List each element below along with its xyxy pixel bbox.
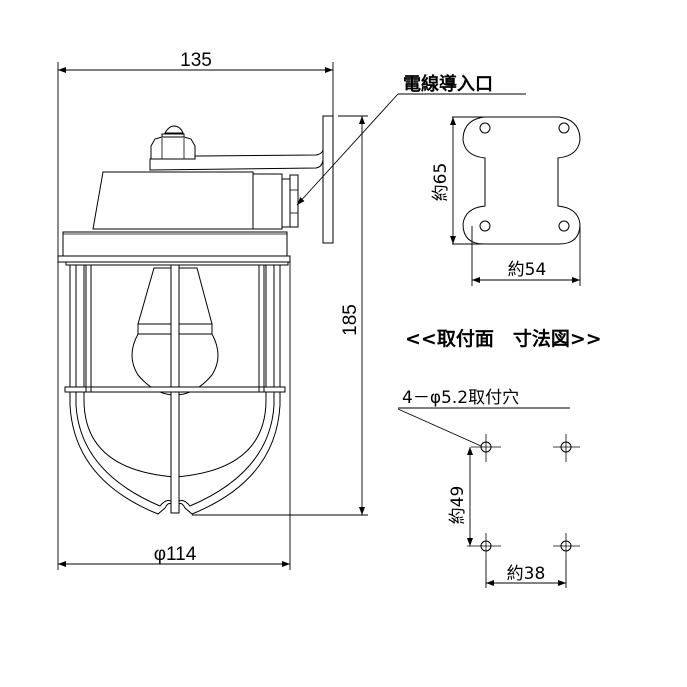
hole-top-right (553, 434, 580, 462)
base-plate-view: 約65 約54 (431, 116, 581, 286)
cable-entry-gland (281, 174, 299, 228)
mounting-arm (149, 149, 324, 171)
dimension-185: 185 (192, 115, 368, 516)
wire-guard (64, 264, 286, 515)
hole-bottom-right (553, 533, 580, 560)
base-plate-outline (462, 116, 581, 245)
lamp-housing-top (92, 171, 261, 230)
hole-height-label: 約49 (448, 486, 468, 525)
cap-nut (150, 125, 196, 160)
hole-width-label: 約38 (507, 564, 546, 584)
height-185-label: 185 (340, 304, 361, 336)
base-width-label: 約54 (508, 260, 547, 280)
dimension-135: 135 (57, 50, 334, 260)
wall-plate (322, 115, 334, 244)
dimension-diameter-114: φ114 (57, 260, 291, 570)
diameter-114-label: φ114 (154, 544, 197, 565)
width-135-label: 135 (180, 50, 212, 71)
hole-top-left (471, 434, 501, 462)
hole-bottom-left (467, 533, 501, 560)
cable-entry-label: 電線導入口 (403, 73, 493, 95)
lamp-side-view (57, 115, 334, 515)
mount-holes-label: 4－φ5.2取付穴 (402, 388, 519, 408)
base-height-label: 約65 (431, 163, 451, 202)
lamp-flange (62, 231, 288, 257)
mounting-surface-title: <<取付面 寸法図>> (405, 327, 602, 350)
cable-entry-callout: 電線導入口 (296, 73, 526, 206)
hole-pattern-view: 4－φ5.2取付穴 約49 約38 (397, 388, 580, 588)
